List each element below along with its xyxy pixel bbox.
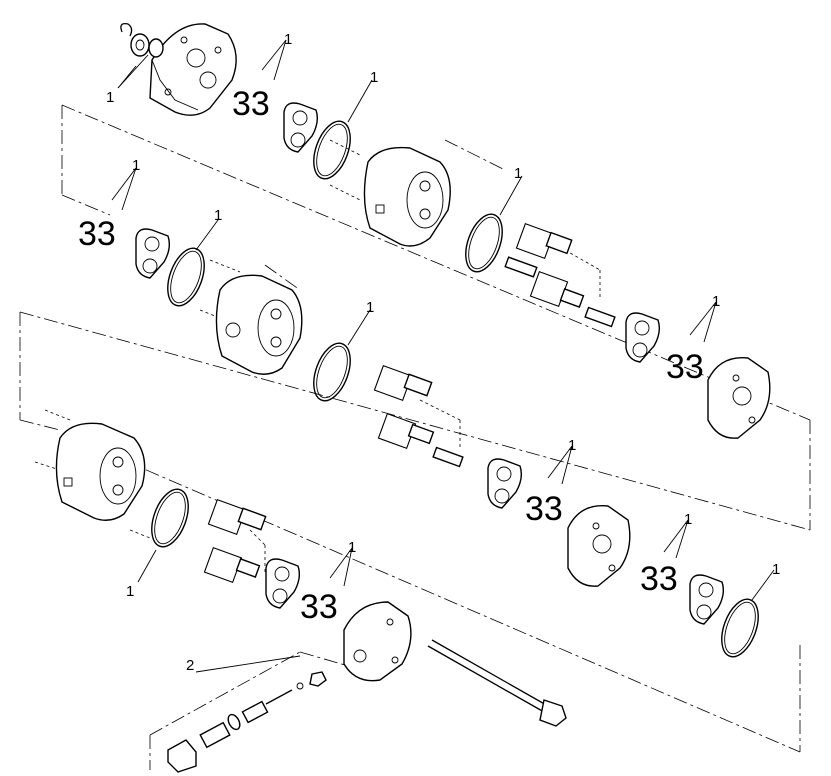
coupling-spline-2	[432, 446, 464, 468]
seal-ring-group-3: 33	[666, 348, 704, 386]
seal-ring-group-2: 33	[78, 215, 116, 253]
callout-2: 1	[284, 31, 292, 48]
gear-housing-1	[363, 146, 451, 247]
gear-housing-3	[55, 422, 146, 521]
callout-3: 1	[370, 69, 378, 86]
o-ring-1	[313, 120, 351, 180]
relief-valve-assembly	[167, 671, 327, 773]
svg-text:33: 33	[525, 490, 563, 528]
shaft-seal	[120, 23, 164, 58]
gear-pair-3	[203, 498, 267, 584]
bushing-block-2	[135, 228, 171, 279]
o-ring-2	[465, 213, 503, 273]
svg-text:33: 33	[666, 348, 704, 386]
bushing-block-4	[487, 458, 523, 509]
o-ring-6	[721, 598, 759, 658]
bushing-block-3	[625, 312, 661, 363]
end-cover-top	[149, 23, 237, 116]
gear-housing-2	[215, 274, 303, 375]
callout-6: 1	[214, 207, 222, 224]
seal-ring-group-5: 33	[300, 588, 338, 626]
callout-9: 1	[568, 437, 576, 454]
wear-plate-1	[707, 356, 771, 439]
coupling-spline-1	[584, 306, 616, 328]
seal-ring-group-1: 33	[232, 85, 270, 123]
callout-1: 1	[106, 89, 114, 106]
callout-8: 1	[366, 299, 374, 316]
bushing-block-6	[689, 574, 725, 625]
svg-text:33: 33	[232, 85, 270, 123]
bushing-block-5	[265, 558, 301, 609]
svg-text:33: 33	[640, 560, 678, 598]
gear-pair-1	[504, 222, 585, 308]
callout-labels: 1 1 1 1 1 1 1 1 1 1 1 1 1 1 2	[106, 31, 780, 674]
callout-10: 1	[684, 511, 692, 528]
bushing-block-1	[283, 102, 319, 153]
gear-pair-2	[373, 364, 435, 450]
seal-ring-group-6: 33	[640, 560, 678, 598]
callout-13: 1	[126, 583, 134, 600]
callout-5: 1	[514, 165, 522, 182]
seal-ring-group-4: 33	[525, 490, 563, 528]
tie-bolt	[427, 639, 567, 727]
callout-4: 1	[132, 157, 140, 174]
callout-15: 2	[186, 657, 194, 674]
o-ring-4	[313, 342, 351, 402]
end-cover-bottom	[343, 601, 412, 682]
o-ring-5	[151, 488, 189, 548]
wear-plate-2	[567, 504, 631, 587]
leader-lines	[111, 39, 775, 673]
callout-7: 1	[712, 293, 720, 310]
o-ring-3	[167, 247, 205, 307]
callout-12: 1	[772, 561, 780, 578]
svg-text:33: 33	[300, 588, 338, 626]
svg-text:33: 33	[78, 215, 116, 253]
callout-11: 1	[348, 539, 356, 556]
